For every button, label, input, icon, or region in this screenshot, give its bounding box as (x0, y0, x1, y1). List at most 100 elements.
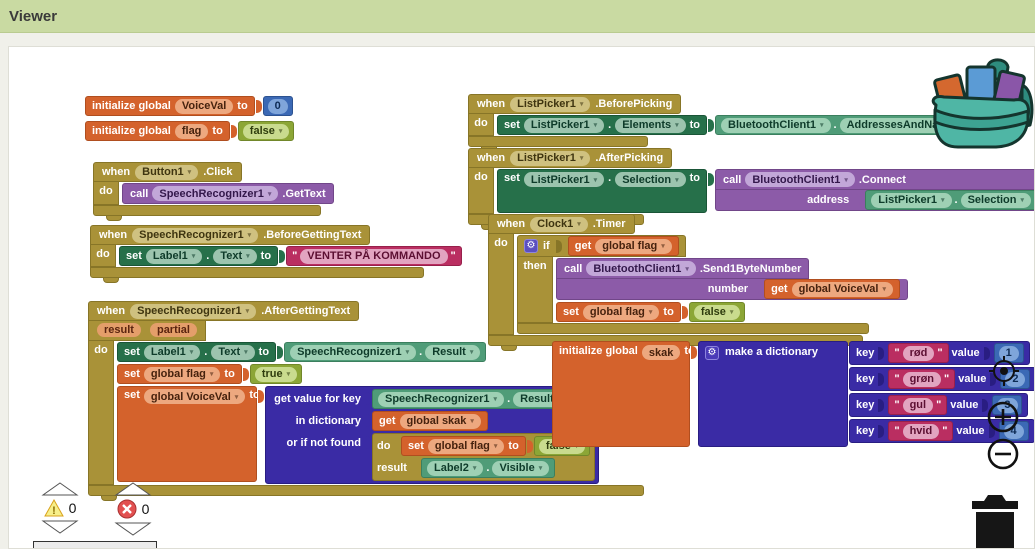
set-global-flag-block[interactable]: set global flag to (401, 436, 526, 456)
component-dropdown[interactable]: ListPicker1 (523, 172, 605, 187)
component-dropdown[interactable]: BluetoothClient1 (586, 261, 696, 276)
component-dropdown[interactable]: Clock1 (530, 216, 588, 232)
logic-value[interactable]: false (242, 123, 290, 139)
string-value[interactable]: rød (902, 345, 935, 361)
event-header[interactable]: when ListPicker1 .BeforePicking (468, 94, 682, 114)
logic-value[interactable]: false (693, 304, 741, 320)
block-when-before-picking[interactable]: when ListPicker1 .BeforePicking do set L… (468, 94, 981, 152)
param-result[interactable]: result (97, 323, 141, 337)
string-key-block[interactable]: " rød " (888, 343, 949, 363)
getter-label2-visible-block[interactable]: Label2 . Visible (421, 458, 556, 478)
block-init-global-flag[interactable]: initialize global flag to false (85, 121, 295, 141)
string-value[interactable]: gul (902, 397, 934, 413)
warnings-down-arrow[interactable] (41, 519, 79, 535)
property-dropdown[interactable]: Visible (492, 460, 550, 476)
call-gettext-block[interactable]: call SpeechRecognizer1 .GetText (122, 183, 334, 204)
getter-result-block[interactable]: SpeechRecognizer1 . Result (284, 342, 487, 362)
number-block[interactable]: 0 (262, 96, 293, 116)
variable-dropdown[interactable]: global flag (427, 438, 505, 454)
mutator-gear-icon[interactable]: ⚙ (524, 239, 538, 253)
block-when-after-picking[interactable]: when ListPicker1 .AfterPicking do set Li… (468, 148, 1034, 230)
event-header[interactable]: when Button1 .Click (93, 162, 242, 182)
property-dropdown[interactable]: Text (213, 248, 257, 264)
logic-block[interactable]: false (237, 121, 295, 141)
set-global-flag-block[interactable]: set global flag to (117, 364, 242, 384)
blocks-workspace[interactable]: initialize global VoiceVal to 0 initiali… (8, 46, 1035, 549)
variable-dropdown[interactable]: global flag (143, 366, 221, 382)
set-selection-block[interactable]: set ListPicker1 . Selection to (497, 169, 707, 213)
block-when-clock-timer[interactable]: when Clock1 .Timer do ⚙ if get global fl… (488, 214, 1034, 351)
getter-addresses-block[interactable]: BluetoothClient1 . AddressesAndNames (715, 115, 981, 135)
variable-dropdown[interactable]: global skak (399, 413, 481, 429)
set-global-voiceval-block[interactable]: set global VoiceVal to (117, 386, 260, 482)
set-label1-text-block[interactable]: set Label1 . Text to (117, 342, 277, 362)
event-header[interactable]: when SpeechRecognizer1 .AfterGettingText (88, 301, 360, 321)
do-result-block[interactable]: do set global flag to false (372, 433, 596, 481)
variable-init-block[interactable]: initialize global flag to (85, 121, 230, 141)
component-dropdown[interactable]: Label1 (145, 248, 203, 264)
trash-icon[interactable] (962, 491, 1026, 549)
set-label1-text-block[interactable]: set Label1 . Text to (119, 246, 279, 266)
mutator-gear-icon[interactable]: ⚙ (705, 346, 719, 360)
component-dropdown[interactable]: SpeechRecognizer1 (378, 391, 505, 407)
if-block[interactable]: ⚙ if get global flag then (517, 235, 1034, 334)
component-dropdown[interactable]: SpeechRecognizer1 (132, 227, 259, 243)
set-global-flag-block[interactable]: set global flag to (556, 302, 681, 322)
variable-dropdown[interactable]: global flag (595, 238, 672, 254)
string-key-block[interactable]: " grøn " (888, 369, 956, 389)
center-blocks-icon[interactable] (988, 355, 1020, 387)
warnings-up-arrow[interactable] (41, 481, 79, 497)
call-connect-block[interactable]: call BluetoothClient1 .Connect address L… (715, 169, 1034, 211)
number-value[interactable]: 0 (267, 98, 288, 114)
component-dropdown[interactable]: SpeechRecognizer1 (152, 186, 279, 201)
component-dropdown[interactable]: SpeechRecognizer1 (290, 344, 417, 360)
block-when-after-getting-text[interactable]: when SpeechRecognizer1 .AfterGettingText… (88, 301, 644, 501)
string-key-block[interactable]: " hvid " (888, 421, 954, 441)
errors-down-arrow[interactable] (114, 521, 152, 537)
get-global-flag-block[interactable]: get global flag (567, 236, 679, 256)
property-dropdown[interactable]: Selection (615, 172, 686, 187)
property-dropdown[interactable]: Selection (960, 192, 1031, 208)
property-dropdown[interactable]: Elements (615, 117, 686, 133)
get-global-voiceval-block[interactable]: get global VoiceVal (764, 279, 900, 299)
property-dropdown[interactable]: Text (211, 344, 255, 360)
make-dictionary-block[interactable]: ⚙ make a dictionary (698, 341, 848, 447)
getter-result-block[interactable]: SpeechRecognizer1 . Result (372, 389, 575, 409)
var-name-pill[interactable]: skak (641, 345, 681, 360)
logic-value[interactable]: true (254, 366, 298, 382)
component-dropdown[interactable]: ListPicker1 (510, 150, 591, 166)
component-dropdown[interactable]: Button1 (135, 164, 199, 180)
block-init-global-skak[interactable]: initialize global skak to ⚙ make a dicti… (552, 341, 1034, 447)
call-send1byte-block[interactable]: call BluetoothClient1 .Send1ByteNumber n… (556, 258, 1034, 300)
number-block[interactable]: 2 (1000, 369, 1031, 389)
event-header[interactable]: when Clock1 .Timer (488, 214, 635, 234)
string-value[interactable]: grøn (902, 371, 942, 387)
getter-selection-block[interactable]: ListPicker1 . Selection (865, 190, 1034, 210)
component-dropdown[interactable]: Label2 (427, 460, 484, 476)
variable-dropdown[interactable]: global flag (582, 304, 660, 320)
component-dropdown[interactable]: Label1 (143, 344, 201, 360)
set-elements-block[interactable]: set ListPicker1 . Elements to (497, 115, 708, 135)
text-string-block[interactable]: " VENTER PÅ KOMMANDO " (286, 246, 462, 266)
logic-false-block[interactable]: false (688, 302, 746, 322)
zoom-out-icon[interactable] (986, 437, 1020, 471)
component-dropdown[interactable]: ListPicker1 (523, 117, 605, 133)
event-header[interactable]: when ListPicker1 .AfterPicking (468, 148, 673, 168)
property-dropdown[interactable]: Result (425, 344, 481, 360)
param-partial[interactable]: partial (149, 323, 197, 337)
component-dropdown[interactable]: BluetoothClient1 (721, 117, 831, 133)
variable-init-block[interactable]: initialize global skak to (552, 341, 695, 447)
variable-dropdown[interactable]: global VoiceVal (791, 281, 893, 297)
dict-get-value-block[interactable]: get value for key SpeechRecognizer1 . Re… (265, 386, 600, 484)
logic-true-block[interactable]: true (249, 364, 303, 384)
number-value[interactable]: 2 (1005, 371, 1026, 387)
block-when-button1-click[interactable]: when Button1 .Click do call SpeechRecogn… (93, 162, 334, 221)
number-block[interactable]: 4 (998, 421, 1029, 441)
zoom-in-icon[interactable] (986, 400, 1020, 434)
show-warnings-button[interactable]: Show Warnings (33, 541, 157, 548)
variable-init-block[interactable]: initialize global VoiceVal to (85, 96, 255, 116)
string-value[interactable]: hvid (902, 423, 940, 439)
variable-dropdown[interactable]: global VoiceVal (143, 389, 246, 404)
component-dropdown[interactable]: SpeechRecognizer1 (130, 303, 257, 319)
get-global-skak-block[interactable]: get global skak (372, 411, 488, 431)
